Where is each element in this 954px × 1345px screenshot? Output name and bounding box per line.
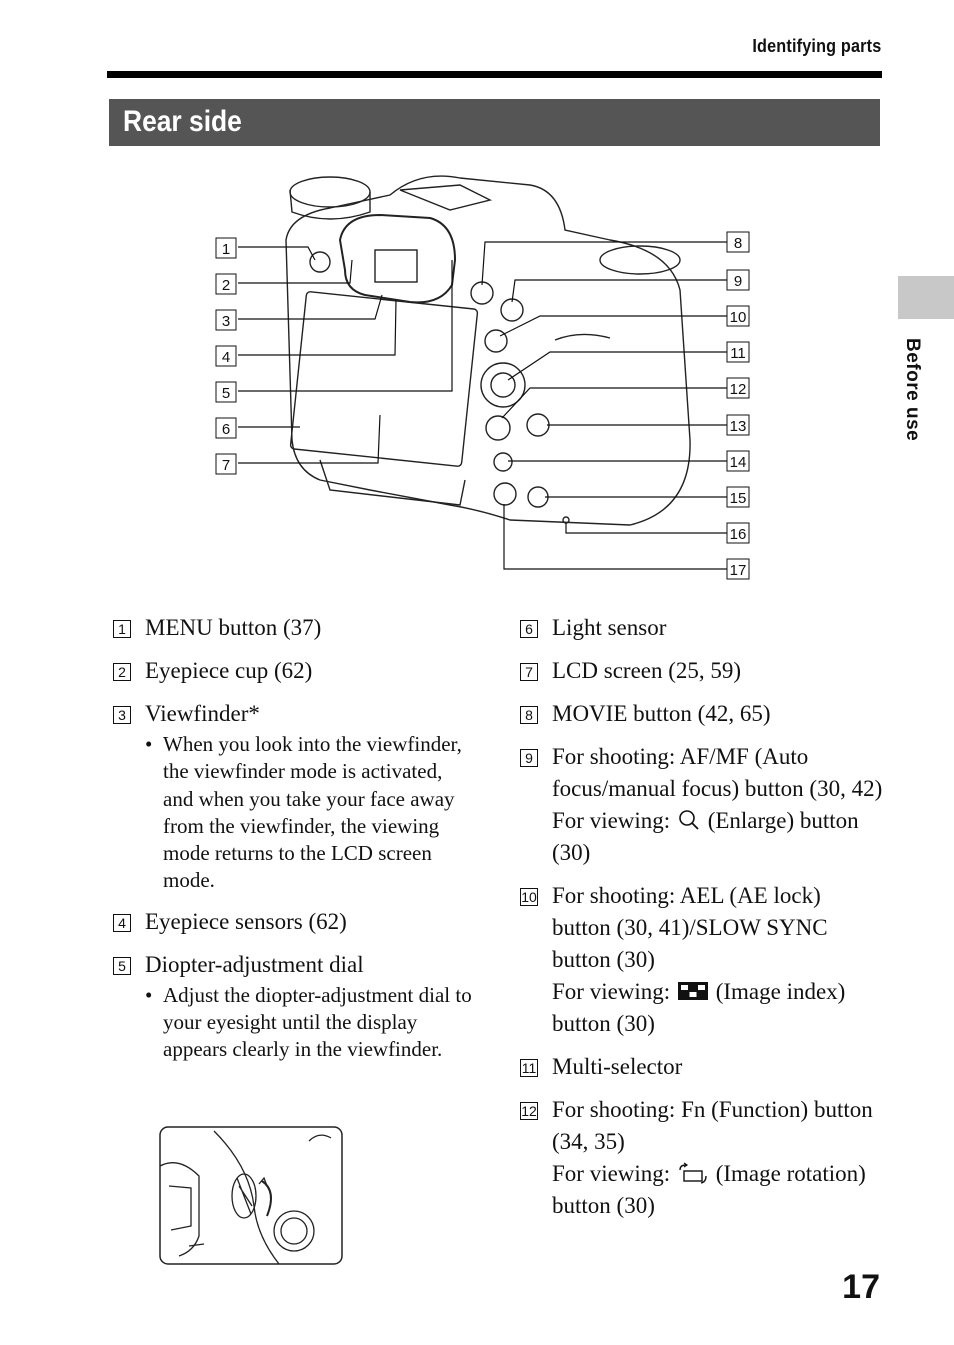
item-viewing-text: For viewing: (Image rotation) button (30… bbox=[552, 1158, 885, 1222]
callout-6: 6 bbox=[222, 421, 230, 438]
item-number: 9 bbox=[520, 749, 538, 767]
item-number: 12 bbox=[520, 1102, 538, 1120]
list-item: 12 For shooting: Fn (Function) button (3… bbox=[520, 1094, 885, 1222]
side-tab-label: Before use bbox=[902, 338, 923, 442]
item-text: Light sensor bbox=[552, 615, 667, 640]
list-item: 4 Eyepiece sensors (62) bbox=[113, 906, 473, 938]
list-item: 7 LCD screen (25, 59) bbox=[520, 655, 885, 687]
callout-16: 16 bbox=[730, 526, 747, 543]
list-item: 5 Diopter-adjustment dial Adjust the dio… bbox=[113, 949, 473, 1064]
callout-1: 1 bbox=[222, 241, 230, 258]
item-text: Eyepiece sensors (62) bbox=[145, 908, 347, 934]
item-number: 1 bbox=[113, 620, 131, 638]
callout-8: 8 bbox=[734, 235, 742, 252]
list-item: 1 MENU button (37) bbox=[113, 612, 473, 644]
image-index-icon bbox=[677, 982, 708, 1000]
item-text: Diopter-adjustment dial bbox=[145, 951, 364, 977]
running-head: Identifying parts bbox=[751, 36, 881, 56]
item-number: 8 bbox=[520, 706, 538, 724]
item-number: 7 bbox=[520, 663, 538, 681]
item-text: LCD screen (25, 59) bbox=[552, 658, 742, 683]
side-tab bbox=[898, 276, 954, 319]
section-heading-bar: Rear side bbox=[109, 99, 880, 146]
list-item: 11 Multi-selector bbox=[520, 1051, 885, 1083]
item-text: MENU button (37) bbox=[145, 615, 322, 640]
viewing-prefix: For viewing: bbox=[552, 808, 671, 833]
camera-rear-diagram: 1 2 3 4 5 6 7 8 9 10 11 12 13 14 15 16 1… bbox=[215, 175, 750, 580]
callout-10: 10 bbox=[730, 309, 747, 326]
callout-2: 2 bbox=[222, 277, 230, 294]
diopter-dial-illustration bbox=[159, 1126, 343, 1265]
rotate-icon bbox=[679, 1162, 707, 1184]
callout-12: 12 bbox=[730, 381, 747, 398]
item-note: When you look into the viewfinder, the v… bbox=[145, 731, 473, 895]
callout-15: 15 bbox=[730, 490, 747, 507]
list-item: 8 MOVIE button (42, 65) bbox=[520, 698, 885, 730]
item-shooting-text: For shooting: Fn (Function) button (34, … bbox=[552, 1097, 873, 1154]
item-number: 10 bbox=[520, 888, 538, 906]
callout-3: 3 bbox=[222, 313, 230, 330]
list-item: 6 Light sensor bbox=[520, 612, 885, 644]
callout-14: 14 bbox=[730, 454, 747, 471]
callout-13: 13 bbox=[730, 418, 747, 435]
item-viewing-text: For viewing: (Image index) button (30) bbox=[552, 976, 885, 1040]
callout-17: 17 bbox=[730, 562, 747, 579]
viewing-text: (Image rotation) button (30) bbox=[552, 1161, 866, 1218]
section-title: Rear side bbox=[123, 105, 242, 138]
callout-11: 11 bbox=[730, 345, 746, 362]
item-viewing-text: For viewing: (Enlarge) button (30) bbox=[552, 805, 885, 869]
callout-5: 5 bbox=[222, 385, 230, 402]
item-number: 3 bbox=[113, 706, 131, 724]
top-rule bbox=[107, 71, 882, 78]
item-number: 2 bbox=[113, 663, 131, 681]
item-note: Adjust the diopter-adjustment dial to yo… bbox=[145, 982, 473, 1064]
parts-list-right: 6 Light sensor 7 LCD screen (25, 59) 8 M… bbox=[520, 612, 885, 1233]
item-text: MOVIE button (42, 65) bbox=[552, 701, 771, 726]
item-number: 6 bbox=[520, 620, 538, 638]
callout-9: 9 bbox=[734, 273, 742, 290]
page-number: 17 bbox=[842, 1268, 880, 1306]
magnifier-icon bbox=[679, 810, 699, 830]
callout-7: 7 bbox=[222, 457, 230, 474]
viewing-prefix: For viewing: bbox=[552, 979, 671, 1004]
item-number: 5 bbox=[113, 956, 131, 975]
list-item: 9 For shooting: AF/MF (Auto focus/manual… bbox=[520, 741, 885, 869]
viewing-text: (Enlarge) button (30) bbox=[552, 808, 859, 865]
item-number: 4 bbox=[113, 913, 131, 932]
list-item: 2 Eyepiece cup (62) bbox=[113, 655, 473, 687]
item-text: Multi-selector bbox=[552, 1054, 683, 1079]
parts-list-left: 1 MENU button (37) 2 Eyepiece cup (62) 3… bbox=[113, 612, 473, 1075]
list-item: 3 Viewfinder* When you look into the vie… bbox=[113, 698, 473, 895]
list-item: 10 For shooting: AEL (AE lock) button (3… bbox=[520, 880, 885, 1040]
callout-4: 4 bbox=[222, 349, 230, 366]
viewing-text: (Image index) button (30) bbox=[552, 979, 846, 1036]
item-text: Viewfinder* bbox=[145, 701, 260, 726]
item-number: 11 bbox=[520, 1059, 538, 1077]
viewing-prefix: For viewing: bbox=[552, 1161, 671, 1186]
item-shooting-text: For shooting: AF/MF (Auto focus/manual f… bbox=[552, 744, 883, 801]
item-text: Eyepiece cup (62) bbox=[145, 658, 313, 683]
item-shooting-text: For shooting: AEL (AE lock) button (30, … bbox=[552, 883, 828, 972]
